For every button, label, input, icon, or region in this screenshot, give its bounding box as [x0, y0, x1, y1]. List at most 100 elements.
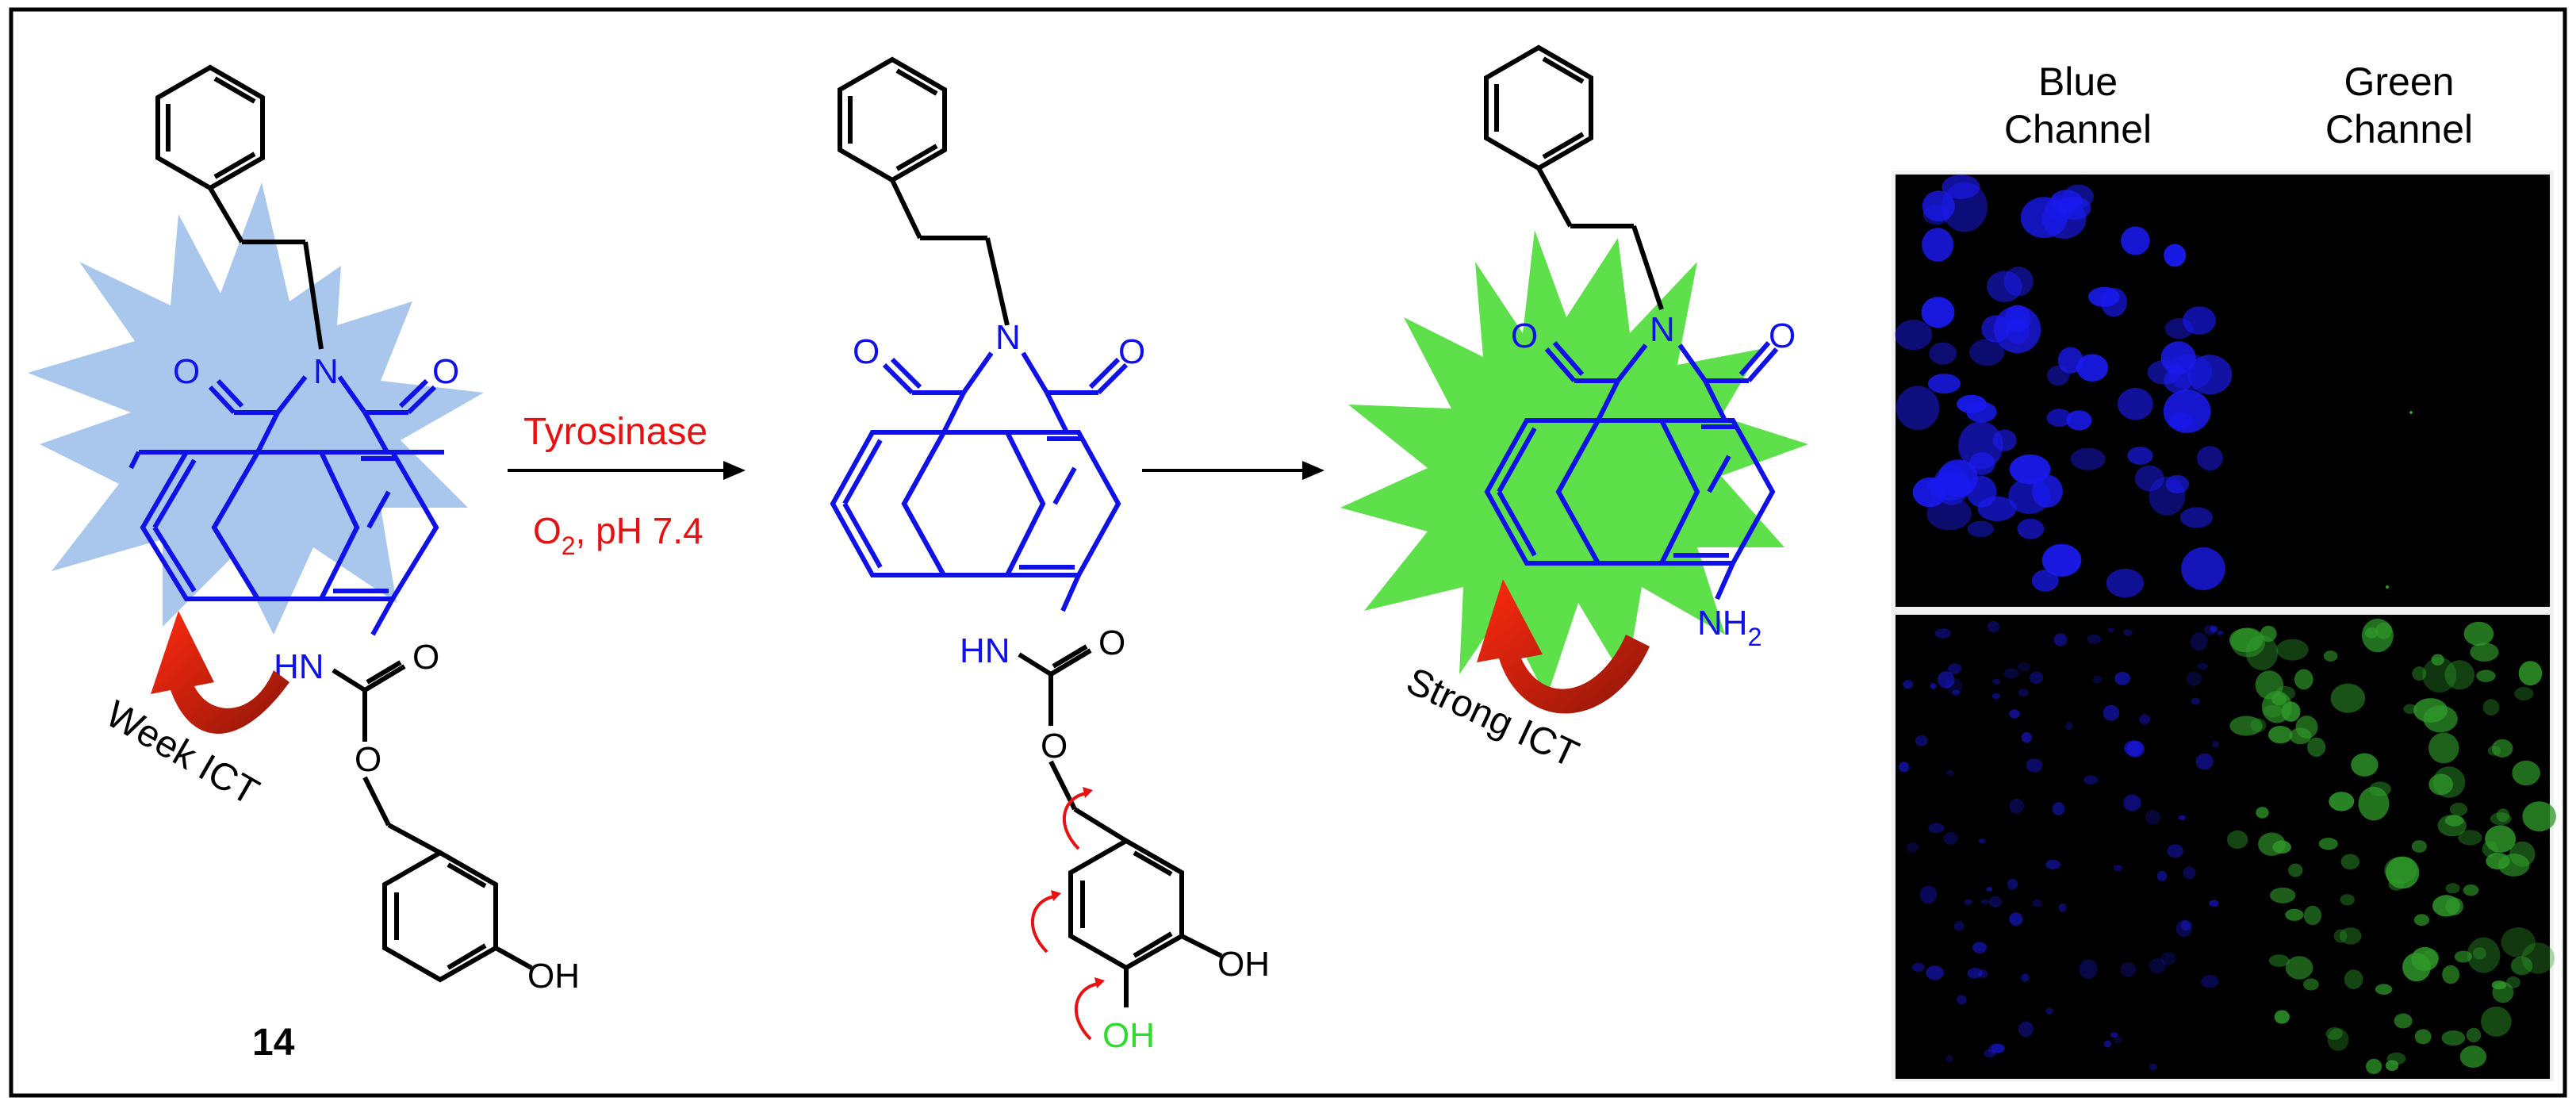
- cell: [2486, 852, 2510, 870]
- imide-oxygen-left: O: [173, 352, 200, 391]
- cell: [2518, 661, 2543, 686]
- cell: [2196, 446, 2223, 471]
- cell: [2444, 660, 2475, 690]
- cell: [2285, 956, 2313, 980]
- cell: [2441, 1030, 2466, 1046]
- cell: [2482, 699, 2500, 716]
- cell: [2422, 657, 2457, 693]
- cell: [2255, 670, 2283, 700]
- cell: [2018, 1021, 2034, 1038]
- cell: [1928, 823, 1945, 834]
- cell: [1937, 671, 1955, 689]
- cell: [1927, 374, 1961, 394]
- cell: [2442, 965, 2460, 984]
- cell: [2414, 1029, 2432, 1045]
- cell: [2358, 786, 2390, 821]
- cells-bottom-green-channel: [2227, 619, 2556, 1074]
- cell: [2505, 976, 2520, 988]
- cell: [2230, 627, 2266, 658]
- cell: [2183, 866, 2196, 880]
- cell: [1929, 342, 1957, 365]
- cell: [2467, 937, 2501, 973]
- cell: [2294, 669, 2313, 690]
- cell: [2009, 709, 2020, 719]
- cell: [2058, 903, 2067, 912]
- cell: [2181, 547, 2225, 590]
- cell: [2092, 675, 2103, 684]
- cell: [2209, 900, 2219, 907]
- cell: [1907, 842, 1919, 853]
- cell: [2087, 634, 2102, 644]
- cell: [2021, 731, 2032, 743]
- cell: [2165, 474, 2190, 494]
- cell: [2229, 716, 2263, 736]
- cell: [2031, 570, 2059, 592]
- cell: [2340, 894, 2355, 906]
- cell: [2303, 905, 2321, 926]
- cell: [2076, 354, 2109, 382]
- cell: [2201, 975, 2219, 988]
- strong-ict-arrow: [1477, 579, 1650, 714]
- cell: [1980, 899, 1989, 905]
- cell: [2386, 1052, 2406, 1065]
- cell: [2045, 1007, 2054, 1015]
- cell: [2458, 830, 2482, 846]
- cell: [2413, 914, 2429, 927]
- cell: [2107, 627, 2114, 633]
- cells-top-blue-channel: [1895, 175, 2233, 598]
- cell: [2149, 477, 2186, 516]
- cell: [1919, 885, 1938, 904]
- cell: [2164, 244, 2187, 267]
- cell: [2449, 802, 2468, 816]
- cell: [2139, 714, 2150, 725]
- cell: [2274, 1010, 2290, 1024]
- cell: [1922, 204, 1950, 225]
- cell: [2245, 635, 2279, 670]
- cell: [1930, 682, 1937, 689]
- phenol-oh: OH: [527, 957, 580, 996]
- cell: [2482, 841, 2498, 858]
- cell: [2375, 984, 2393, 995]
- cell: [2340, 854, 2359, 870]
- cell: [2197, 662, 2208, 670]
- cell: [2106, 568, 2145, 598]
- cell: [2210, 625, 2218, 633]
- cell: [2510, 956, 2533, 976]
- product-imide-nitrogen: N: [1650, 310, 1675, 349]
- cell: [2472, 947, 2486, 960]
- cell: [2327, 1028, 2349, 1051]
- cell: [2017, 662, 2031, 672]
- cell: [1922, 190, 1955, 222]
- cell: [1969, 339, 2005, 366]
- cell: [2463, 621, 2494, 647]
- intermediate-imide-nitrogen: N: [995, 318, 1021, 357]
- cell: [2288, 863, 2303, 877]
- cell: [2017, 518, 2045, 539]
- intermediate-catechol: O N O HN O O OH OH: [830, 56, 1270, 1055]
- cell: [1945, 1054, 1953, 1063]
- cell: [2045, 859, 2061, 869]
- blue-channel-header-line2: Channel: [2004, 107, 2152, 152]
- cell: [2491, 980, 2507, 990]
- cell: [1957, 995, 1967, 1005]
- cell: [2428, 732, 2459, 764]
- cell: [2496, 808, 2510, 823]
- cell: [1994, 305, 2041, 354]
- cell: [1988, 896, 2003, 907]
- cell: [1933, 465, 1971, 505]
- cell: [1972, 942, 1988, 953]
- cell: [1958, 421, 2003, 470]
- cell: [2285, 908, 2304, 921]
- cell: [2160, 341, 2196, 375]
- cell: [1957, 394, 1987, 413]
- cell: [1926, 965, 1945, 980]
- figure-frame: [9, 7, 2567, 1098]
- cell: [2156, 871, 2168, 881]
- cell: [2134, 465, 2164, 492]
- cell: [2491, 739, 2513, 758]
- cell: [2344, 969, 2363, 989]
- blue-channel-header-line1: Blue: [2038, 59, 2118, 104]
- cell: [1945, 769, 1954, 776]
- cell: [2445, 883, 2460, 894]
